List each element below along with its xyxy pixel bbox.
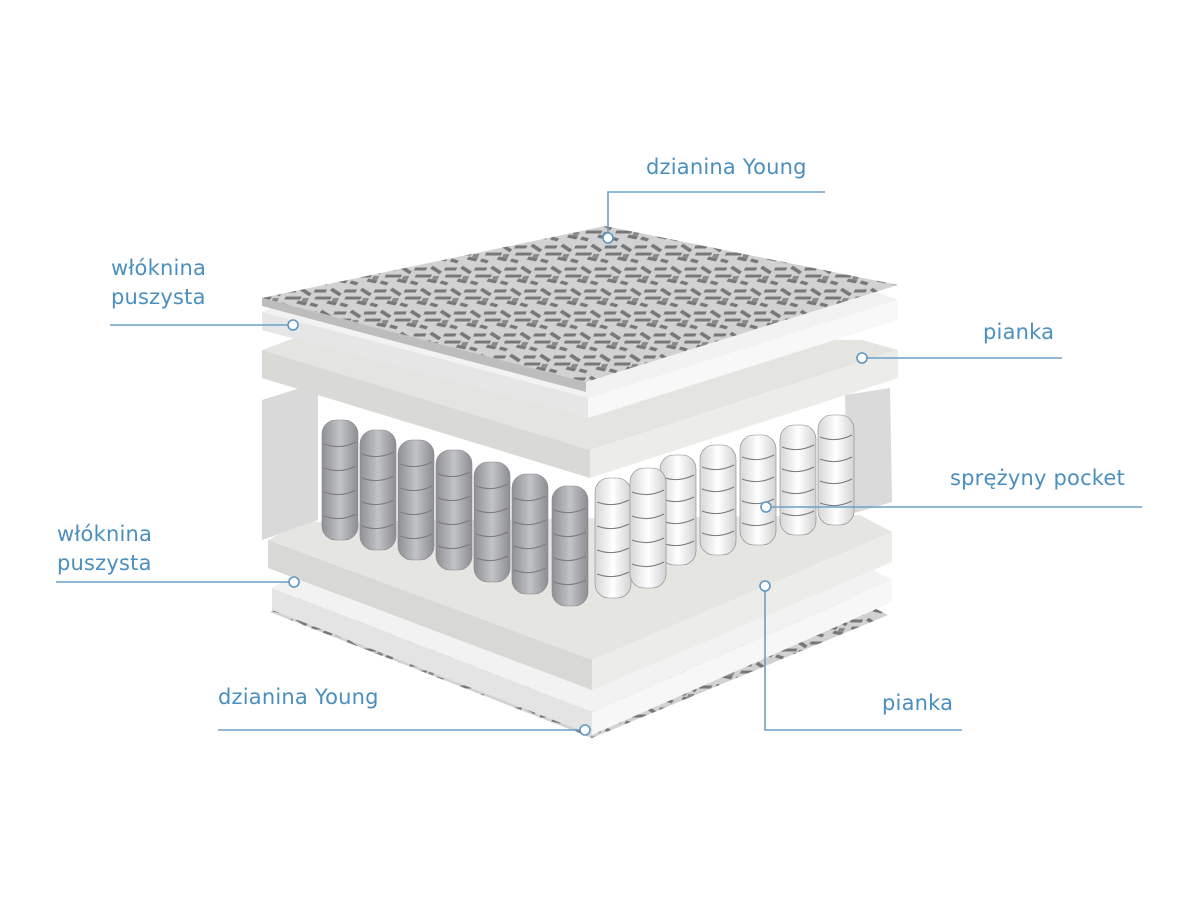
leader-dots [287, 232, 868, 736]
spring-coil [359, 429, 397, 551]
circle-dot-icon [760, 501, 772, 513]
top-knit-layer [262, 226, 898, 392]
label-top-fiber: włóknina puszysta [111, 256, 207, 309]
spring-coil [699, 444, 737, 556]
leader-bottom-foam [764, 586, 962, 731]
side-foam-walls [262, 388, 892, 540]
label-top-foam: pianka [983, 320, 1055, 344]
spring-coil [779, 424, 817, 536]
label-bottom-foam: pianka [882, 691, 954, 715]
label-bottom-knit: dzianina Young [218, 685, 379, 709]
leader-lines [56, 191, 1142, 731]
label-springs: sprężyny pocket [950, 466, 1125, 490]
circle-dot-icon [579, 724, 591, 736]
circle-dot-icon [287, 319, 299, 331]
circle-dot-icon [759, 580, 771, 592]
spring-coil [473, 461, 511, 583]
spring-coil [739, 434, 777, 546]
circle-dot-icon [856, 352, 868, 364]
pocket-springs [321, 414, 855, 607]
spring-coil [594, 477, 632, 599]
spring-coil [817, 414, 855, 526]
spring-coil [435, 449, 473, 571]
spring-coil [321, 419, 359, 541]
circle-dot-icon [288, 576, 300, 588]
label-top-knit: dzianina Young [646, 155, 807, 179]
spring-coil [397, 439, 435, 561]
spring-coil [551, 485, 589, 607]
label-bottom-fiber: włóknina puszysta [57, 522, 153, 575]
leader-top-knit [607, 191, 825, 238]
spring-coil [511, 473, 549, 595]
circle-dot-icon [602, 232, 614, 244]
spring-coil [629, 467, 667, 589]
